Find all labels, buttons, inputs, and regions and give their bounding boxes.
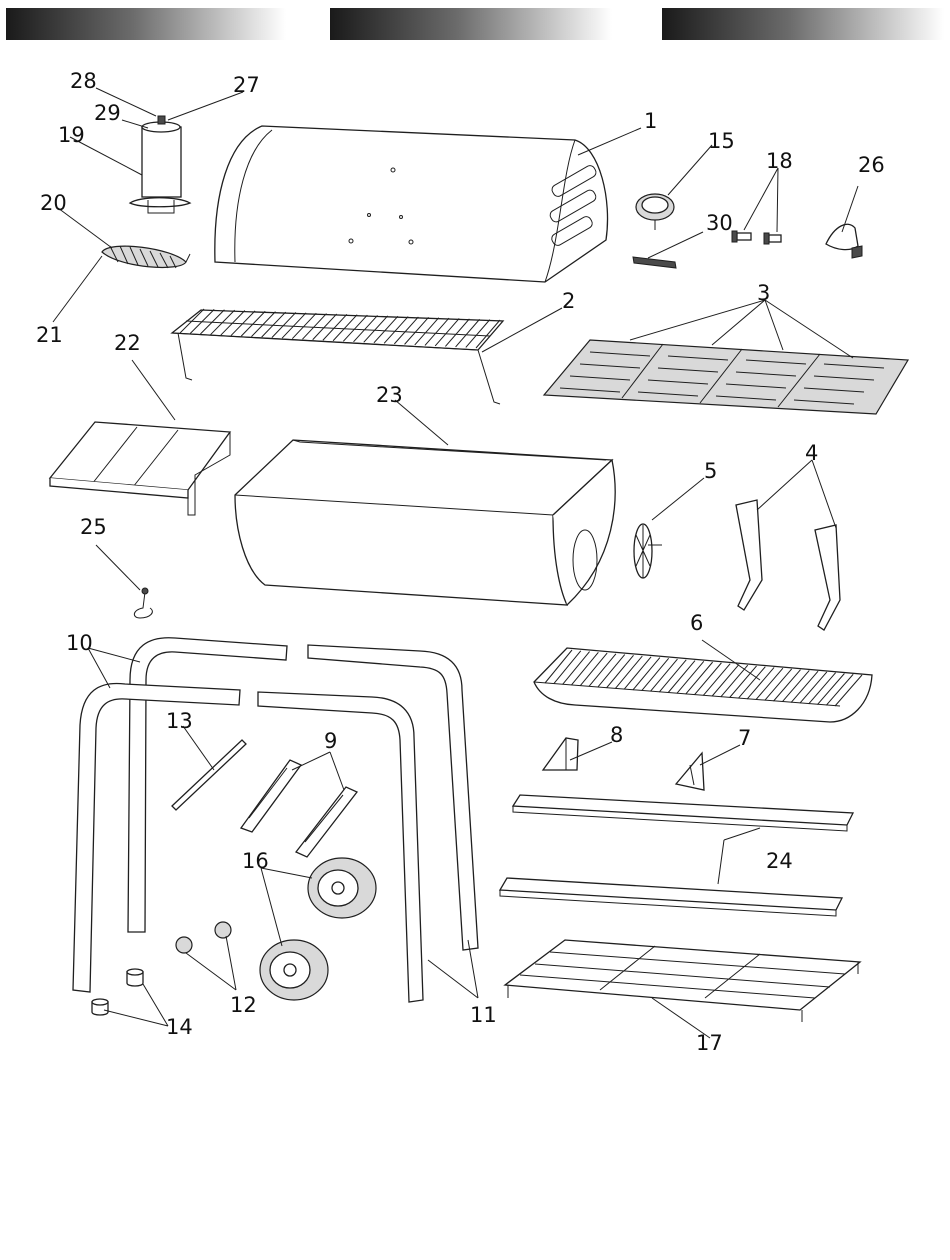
part-flame-guard xyxy=(826,224,862,258)
callout-14: 14 xyxy=(166,1015,193,1039)
callout-12: 12 xyxy=(230,993,257,1017)
callout-10: 10 xyxy=(66,631,93,655)
callout-25: 25 xyxy=(80,515,107,539)
part-firebox xyxy=(235,440,615,605)
part-bracket-7 xyxy=(676,753,704,790)
callout-4: 4 xyxy=(805,441,818,465)
callout-2: 2 xyxy=(562,289,575,313)
callout-24: 24 xyxy=(766,849,793,873)
part-braces xyxy=(500,795,853,916)
part-charcoal-tray xyxy=(534,648,872,722)
callout-22: 22 xyxy=(114,331,141,355)
part-warming-rack xyxy=(172,309,503,404)
callout-21: 21 xyxy=(36,323,63,347)
callout-19: 19 xyxy=(58,123,85,147)
callout-15: 15 xyxy=(708,129,735,153)
callout-1: 1 xyxy=(644,109,657,133)
callout-17: 17 xyxy=(696,1031,723,1055)
part-bottom-shelf xyxy=(505,940,860,1022)
callout-23: 23 xyxy=(376,383,403,407)
part-tray-hangers xyxy=(736,500,840,630)
callout-3: 3 xyxy=(757,281,770,305)
callout-29: 29 xyxy=(94,101,121,125)
part-bracket-8 xyxy=(543,738,578,770)
callout-27: 27 xyxy=(233,73,260,97)
callout-30: 30 xyxy=(706,211,733,235)
callout-7: 7 xyxy=(738,726,751,750)
callout-8: 8 xyxy=(610,723,623,747)
part-gasket xyxy=(633,257,676,268)
part-wheel-caps xyxy=(176,922,231,953)
callout-13: 13 xyxy=(166,709,193,733)
part-axle-brackets xyxy=(241,760,357,857)
callout-20: 20 xyxy=(40,191,67,215)
part-hook xyxy=(134,588,152,618)
part-leg-caps xyxy=(92,969,143,1015)
part-handle xyxy=(102,246,190,268)
part-chimney xyxy=(130,116,190,213)
callout-5: 5 xyxy=(704,459,717,483)
part-thermometer xyxy=(636,194,674,230)
callout-28: 28 xyxy=(70,69,97,93)
callout-26: 26 xyxy=(858,153,885,177)
part-lid xyxy=(215,126,608,282)
callout-16: 16 xyxy=(242,849,269,873)
part-cooking-grates xyxy=(544,340,908,414)
callout-18: 18 xyxy=(766,149,793,173)
callout-9: 9 xyxy=(324,729,337,753)
callout-6: 6 xyxy=(690,611,703,635)
part-axle xyxy=(172,740,246,810)
part-side-shelf xyxy=(50,422,230,515)
part-bolts xyxy=(732,231,781,244)
part-damper xyxy=(634,524,662,578)
callout-11: 11 xyxy=(470,1003,497,1027)
